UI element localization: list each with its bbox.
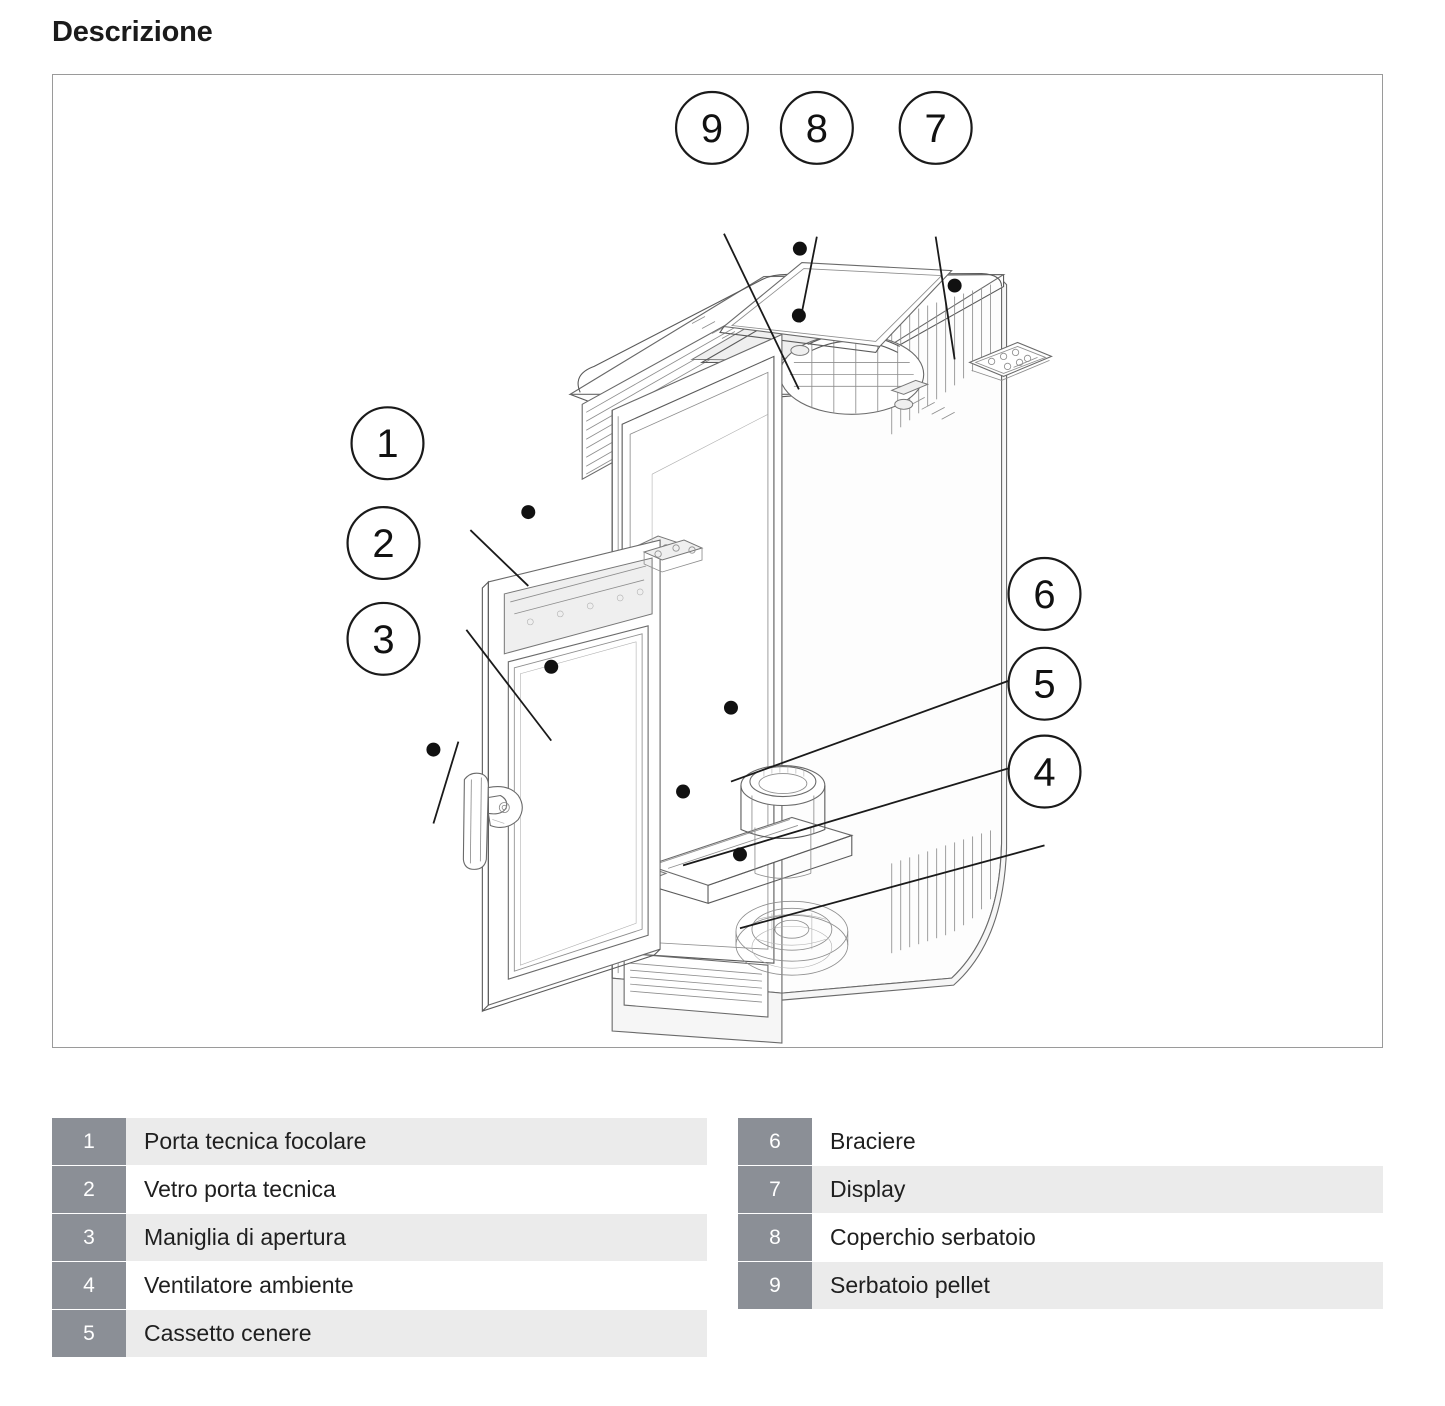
legend-label: Vetro porta tecnica [126, 1166, 707, 1213]
pellet-stove-diagram [432, 233, 1053, 1044]
legend-label: Ventilatore ambiente [126, 1262, 707, 1309]
hopper-lid [719, 262, 953, 354]
legend-number: 4 [52, 1262, 126, 1309]
legend-number: 9 [738, 1262, 812, 1309]
legend-label: Cassetto cenere [126, 1310, 707, 1357]
legend-label: Porta tecnica focolare [126, 1118, 707, 1165]
legend-number: 8 [738, 1214, 812, 1261]
legend-label: Display [812, 1166, 1383, 1213]
callout-1[interactable]: 1 [350, 406, 536, 520]
callout-4[interactable]: 4 [732, 734, 1082, 862]
callout-2[interactable]: 2 [346, 506, 559, 674]
door-handle[interactable] [462, 772, 523, 870]
legend-label: Serbatoio pellet [812, 1262, 1383, 1309]
room-fan [735, 900, 849, 976]
base-grille [630, 962, 762, 1003]
callout-layer: 1 2 3 4 5 6 7 [346, 90, 1082, 862]
legend-number: 6 [738, 1118, 812, 1165]
callout-7-label: 7 [925, 107, 947, 151]
callout-3[interactable]: 3 [346, 601, 441, 757]
diagram-frame: 1 2 3 4 5 6 7 [52, 74, 1383, 1048]
legend-number: 1 [52, 1118, 126, 1165]
callout-9[interactable]: 9 [674, 90, 806, 323]
callout-5-label: 5 [1033, 663, 1055, 707]
callout-5[interactable]: 5 [676, 646, 1082, 799]
legend-number: 5 [52, 1310, 126, 1357]
callout-8-label: 8 [806, 107, 828, 151]
legend-label: Braciere [812, 1118, 1383, 1165]
callout-7[interactable]: 7 [898, 90, 973, 293]
callout-1-label: 1 [376, 422, 398, 466]
legend-number: 7 [738, 1166, 812, 1213]
callout-8[interactable]: 8 [779, 90, 854, 256]
callout-leaders [432, 233, 1045, 930]
ash-drawer [646, 816, 854, 905]
firebox-door[interactable] [481, 539, 704, 1013]
page-title: Descrizione [52, 16, 213, 48]
legend-label: Coperchio serbatoio [812, 1214, 1383, 1261]
callout-3-label: 3 [372, 618, 394, 662]
callout-2-label: 2 [372, 522, 394, 566]
legend-label: Maniglia di apertura [126, 1214, 707, 1261]
callout-6[interactable]: 6 [723, 556, 1082, 715]
side-louvers-lower [891, 830, 992, 954]
callout-9-label: 9 [701, 107, 723, 151]
callout-4-label: 4 [1033, 751, 1055, 795]
legend-number: 3 [52, 1214, 126, 1261]
display-panel[interactable] [968, 341, 1053, 381]
legend-number: 2 [52, 1166, 126, 1213]
callout-6-label: 6 [1033, 573, 1055, 617]
